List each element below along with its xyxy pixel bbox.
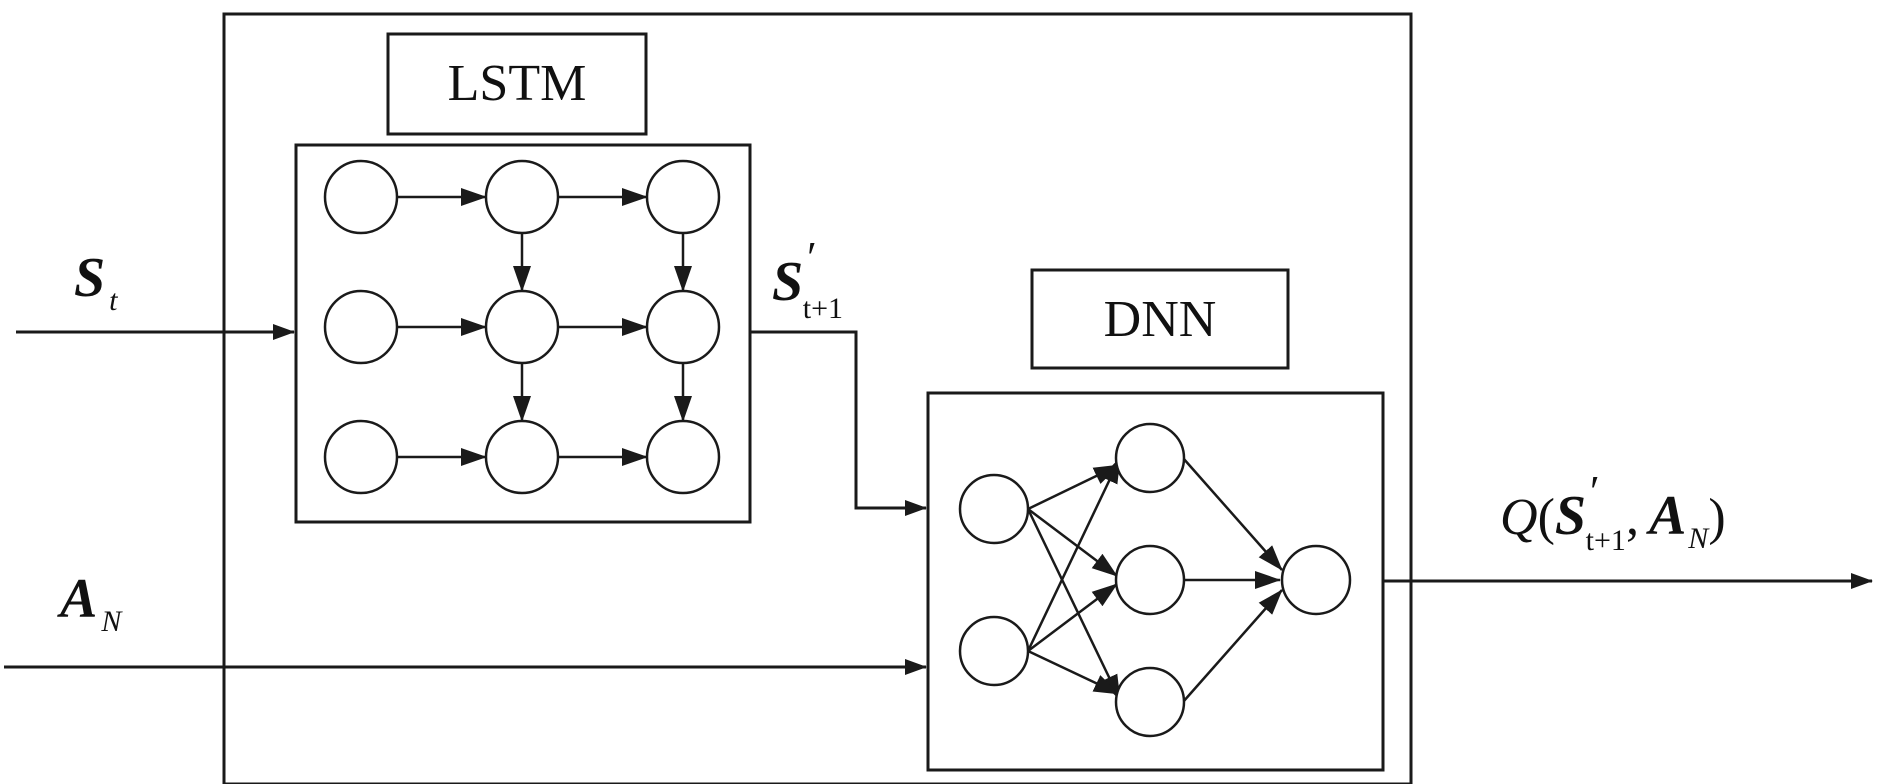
lstm-node: [323, 159, 399, 235]
lstm-to-dnn-connection: [750, 330, 927, 516]
dnn-input-node: [958, 615, 1030, 687]
q-output-label: Q(S′ t+1,AN): [1500, 467, 1726, 557]
lstm-label-box: [386, 32, 648, 136]
intermediate-subscript: t+1: [803, 292, 843, 325]
q-action-symbol: A: [1646, 485, 1686, 547]
q-open-paren: (: [1538, 489, 1555, 546]
lstm-node: [323, 289, 399, 365]
lstm-edges: [397, 188, 692, 466]
dnn-hidden-node: [1114, 544, 1186, 616]
intermediate-state-label: S′ t+1: [772, 233, 843, 325]
dnn-hidden-node: [1114, 422, 1186, 494]
lstm-node: [645, 159, 721, 235]
lstm-nodes: [323, 159, 721, 495]
dnn-edge: [1026, 457, 1122, 652]
dnn-nodes: [958, 422, 1352, 738]
dnn-input-node: [958, 473, 1030, 545]
dnn-output-node: [1280, 544, 1352, 616]
dnn-edge: [1027, 649, 1120, 696]
lstm-title: LSTM: [448, 55, 587, 112]
q-state-symbol: S: [1555, 485, 1586, 547]
lstm-node: [484, 159, 560, 235]
outer-container: [222, 12, 1413, 784]
action-subscript: N: [100, 605, 123, 638]
q-close-paren: ): [1708, 489, 1725, 546]
dnn-edge: [1027, 583, 1118, 652]
q-state-prime: ′: [1590, 467, 1600, 516]
q-comma: ,: [1626, 489, 1639, 546]
state-symbol: S: [74, 247, 105, 309]
intermediate-symbol: S: [772, 251, 803, 313]
lstm-node: [484, 419, 560, 495]
dnn-edge: [1026, 508, 1122, 701]
action-symbol: A: [57, 568, 97, 630]
dnn-edge: [1182, 457, 1283, 571]
dnn-edge: [1027, 508, 1118, 577]
dnn-title: DNN: [1104, 291, 1217, 348]
state-subscript: t: [109, 284, 118, 317]
q-state-subscript: t+1: [1586, 524, 1626, 557]
q-function: Q: [1500, 489, 1538, 546]
lstm-node: [323, 419, 399, 495]
dnn-hidden-node: [1114, 666, 1186, 738]
intermediate-prime: ′: [807, 233, 817, 282]
q-action-subscript: N: [1687, 522, 1710, 555]
dnn-label-box: [1030, 268, 1290, 370]
lstm-node: [484, 289, 560, 365]
lstm-node: [645, 289, 721, 365]
lstm-node: [645, 419, 721, 495]
dnn-edge: [1182, 589, 1283, 703]
dnn-edges: [1026, 457, 1283, 703]
